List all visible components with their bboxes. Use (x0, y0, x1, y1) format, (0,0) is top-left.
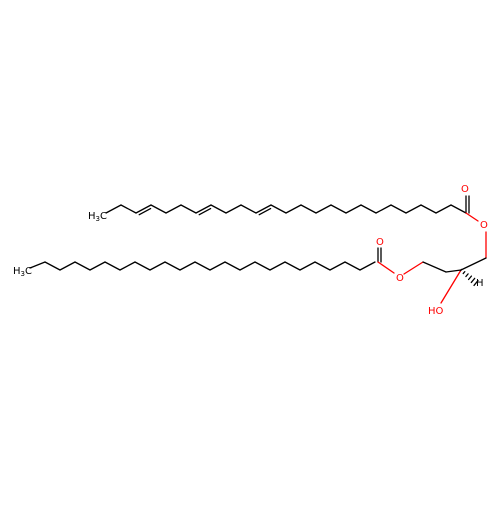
bond-top-chain-10 (255, 204, 272, 214)
bond-bottom-chain-18 (299, 261, 316, 271)
bond-top-chain-8 (225, 204, 242, 214)
bond-top-chain-20 (405, 204, 422, 214)
bond-bottom-chain-19 (314, 261, 331, 271)
bond-bottom-chain-11 (194, 261, 211, 271)
bond-stereo-hash-4 (470, 277, 476, 284)
bond-bottom-chain-0 (29, 261, 46, 269)
bond-stereo-hash-3 (467, 275, 473, 281)
bond-top-chain-3 (150, 204, 167, 214)
bond-top-chain-6 (195, 204, 212, 214)
atom-label-layer: H3C H3C O O O O HO H (13, 184, 488, 317)
bond-top-chain-1 (120, 204, 137, 214)
bond-bottom-chain-5 (104, 261, 121, 271)
bond-ester-top-c-o (465, 212, 479, 222)
atom-label-ester-oxygen-top: O (480, 220, 488, 231)
bond-bottom-chain-16 (269, 261, 286, 271)
atom-label-ester-oxygen-bottom: O (396, 273, 404, 284)
bond-bottom-chain-17 (284, 261, 301, 271)
bond-stereo-hash-0 (459, 268, 463, 272)
bond-bottom-chain-3 (74, 261, 91, 271)
bond-bottom-chain-6 (119, 261, 136, 271)
atom-label-methyl-top: H3C (88, 211, 107, 223)
atom-label-carbonyl-oxygen-top: O (461, 184, 469, 195)
bond-bottom-chain-10 (179, 261, 196, 271)
bond-top-chain-15 (330, 204, 347, 214)
bond-bottom-chain-13 (224, 261, 241, 271)
bond-stereo-hash-1 (462, 270, 466, 275)
bond-bottom-chain-20 (329, 261, 346, 271)
bond-double-top-2 (198, 207, 212, 216)
bond-top-chain-13 (300, 204, 317, 214)
bond-bottom-chain-4 (89, 261, 106, 271)
bond-top-chain-14 (315, 204, 332, 214)
atom-label-methyl-bottom: H3C (13, 266, 32, 278)
bond-bottom-chain-15 (254, 261, 271, 271)
bond-top-chain-16 (345, 204, 362, 214)
bond-top-chain-22 (435, 204, 452, 214)
bond-top-chain-23 (450, 204, 467, 214)
bond-double-top-3 (258, 207, 272, 216)
bond-bottom-chain-9 (164, 261, 181, 271)
bond-bottom-chain-1 (44, 261, 61, 271)
bond-stereo-hash-5 (473, 279, 479, 287)
bond-top-chain-19 (390, 204, 407, 214)
bond-bottom-chain-14 (239, 261, 256, 271)
bond-bottom-chain-2 (59, 261, 76, 271)
bond-top-chain-7 (210, 204, 227, 214)
bond-top-chain-2 (135, 204, 152, 214)
bond-bottom-chain-8 (149, 261, 166, 271)
bond-double-top-1 (138, 207, 152, 216)
bond-bottom-chain-21 (344, 261, 361, 271)
atom-label-carbonyl-oxygen-bottom: O (376, 237, 384, 248)
bond-ester-bottom-o-ch2 (403, 261, 424, 275)
bond-top-chain-21 (420, 204, 437, 214)
bond-top-chain-4 (165, 204, 182, 214)
bond-bottom-chain-22 (359, 261, 376, 271)
bond-layer (29, 195, 487, 304)
bond-bottom-chain-12 (209, 261, 226, 271)
bond-top-chain-9 (240, 204, 257, 214)
bond-top-chain-12 (285, 204, 302, 214)
atom-label-stereo-hydrogen: H (476, 278, 484, 289)
bond-top-chain-18 (375, 204, 392, 214)
bond-c2-oh (440, 269, 462, 304)
atom-label-hydroxyl: HO (428, 306, 444, 317)
bond-bottom-chain-7 (134, 261, 151, 271)
bond-glycerol-c2-link (445, 269, 462, 273)
bond-glycerol-c1-c2 (460, 257, 487, 271)
bond-glycerol-c3-c2 (422, 261, 447, 273)
bond-top-chain-0 (105, 204, 122, 214)
bond-stereo-hash-2 (465, 273, 469, 278)
bond-top-chain-5 (180, 204, 197, 214)
bond-top-chain-11 (270, 204, 287, 214)
bond-ester-bottom-c-o (377, 261, 395, 274)
bond-top-chain-17 (360, 204, 377, 214)
